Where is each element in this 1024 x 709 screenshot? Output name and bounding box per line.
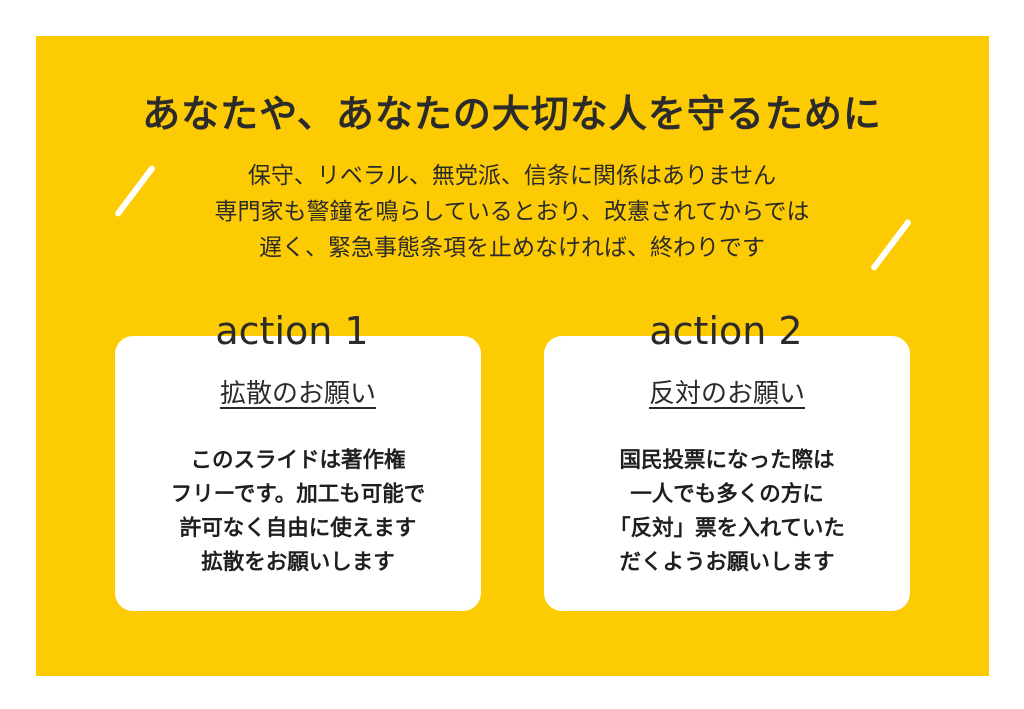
lead-line: 遅く、緊急事態条項を止めなければ、終わりです — [259, 235, 765, 261]
action-2-body-line: 国民投票になった際は — [619, 448, 835, 473]
page-title: あなたや、あなたの大切な人を守るために — [142, 92, 882, 136]
action-2-label: action 2 — [649, 309, 803, 353]
action-2-body-line: 一人でも多くの方に — [630, 482, 824, 507]
action-1-body-line: フリーです。加工も可能で — [170, 482, 426, 507]
action-1-body-line: 許可なく自由に使えます — [179, 516, 417, 541]
action-2-body-line: 「反対」票を入れていた — [609, 516, 845, 541]
action-2-heading-text: 反対のお願い — [648, 379, 805, 409]
action-2-body-line: だくようお願いします — [619, 550, 835, 575]
lead-text: 保守、リベラル、無党派、信条に関係はありません 専門家も警鐘を鳴らしているとおり… — [0, 158, 1024, 266]
lead-line: 専門家も警鐘を鳴らしているとおり、改憲されてからでは — [214, 199, 810, 225]
action-2-heading: 反対のお願い — [544, 376, 910, 412]
action-1-label: action 1 — [215, 309, 369, 353]
action-1-body-line: 拡散をお願いします — [201, 550, 395, 575]
action-1-body-line: このスライドは著作権 — [190, 448, 406, 473]
action-2-card: 反対のお願い 国民投票になった際は 一人でも多くの方に 「反対」票を入れていた … — [544, 336, 910, 611]
action-1-heading-text: 拡散のお願い — [219, 379, 376, 409]
action-1-body: このスライドは著作権 フリーです。加工も可能で 許可なく自由に使えます 拡散をお… — [115, 444, 481, 580]
lead-line: 保守、リベラル、無党派、信条に関係はありません — [247, 163, 777, 189]
action-2-body: 国民投票になった際は 一人でも多くの方に 「反対」票を入れていた だくようお願い… — [544, 444, 910, 580]
action-1-card: 拡散のお願い このスライドは著作権 フリーです。加工も可能で 許可なく自由に使え… — [115, 336, 481, 611]
action-1-heading: 拡散のお願い — [115, 376, 481, 412]
